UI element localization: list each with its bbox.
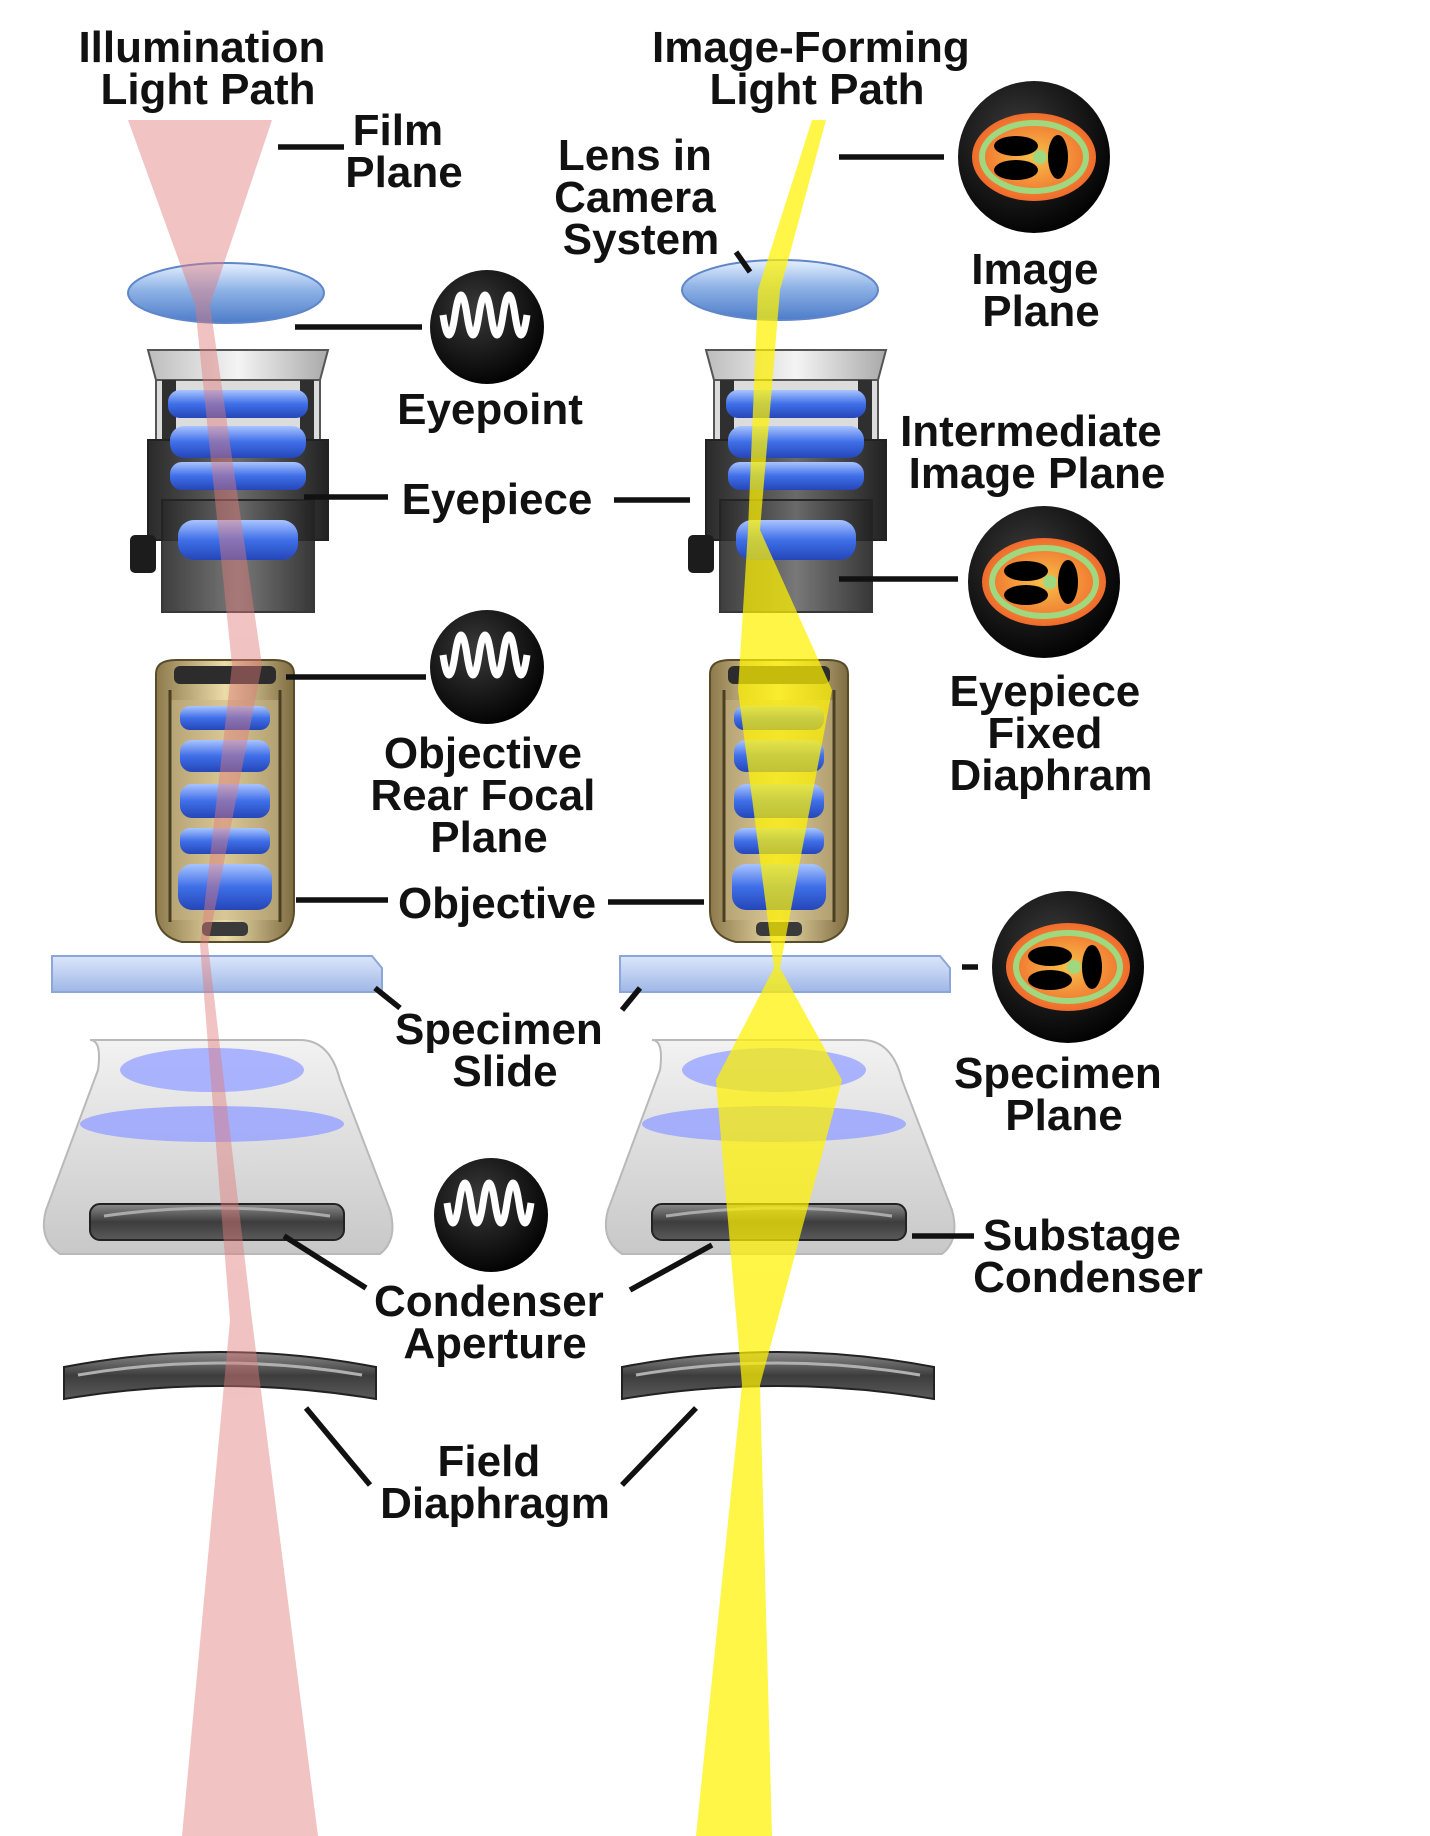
wave-disc-icon bbox=[434, 1158, 548, 1272]
illumination-beam bbox=[128, 120, 318, 1836]
field-diaphragm-left bbox=[62, 1350, 378, 1401]
specimen-slide-right bbox=[619, 955, 951, 993]
specimen-plane-label: Specimen Plane bbox=[954, 1049, 1174, 1140]
specimen-disc-icon bbox=[992, 891, 1144, 1043]
specimen-disc-icon bbox=[958, 81, 1110, 233]
illumination-heading: Illumination Light Path bbox=[78, 23, 337, 114]
objective-label: Objective bbox=[398, 879, 596, 928]
image-plane-label: Image Plane bbox=[971, 245, 1110, 336]
film-plane-label: Film Plane bbox=[345, 106, 462, 197]
field-diaphragm-right bbox=[620, 1350, 936, 1401]
wave-disc-icon bbox=[430, 270, 544, 384]
image-forming-heading: Image-Forming Light Path bbox=[652, 23, 982, 114]
eyepoint-label: Eyepoint bbox=[397, 385, 583, 434]
condenser-aperture-label: Condenser Aperture bbox=[374, 1277, 616, 1368]
field-diaphragm-label: Field Diaphragm bbox=[380, 1437, 610, 1528]
eyepiece-fixed-diaphram-label: Eyepiece Fixed Diaphram bbox=[949, 667, 1152, 800]
image-forming-column bbox=[604, 120, 956, 1836]
specimen-slide-label: Specimen Slide bbox=[395, 1005, 615, 1096]
lens-in-camera-system-label: Lens in Camera System bbox=[554, 131, 728, 264]
image-forming-beam bbox=[696, 120, 842, 1836]
camera-lens-left bbox=[127, 262, 325, 324]
eyepiece-right bbox=[687, 349, 887, 613]
objective-rear-focal-plane-label: Objective Rear Focal Plane bbox=[370, 729, 607, 862]
intermediate-image-plane-label: Intermediate Image Plane bbox=[900, 407, 1174, 498]
leader-lines bbox=[278, 144, 978, 1487]
specimen-slide-left bbox=[51, 955, 383, 993]
substage-condenser-label: Substage Condenser bbox=[973, 1211, 1203, 1302]
illumination-column bbox=[42, 120, 394, 1836]
eyepiece-label: Eyepiece bbox=[402, 475, 593, 524]
wave-disc-icon bbox=[430, 610, 544, 724]
specimen-disc-icon bbox=[968, 506, 1120, 658]
